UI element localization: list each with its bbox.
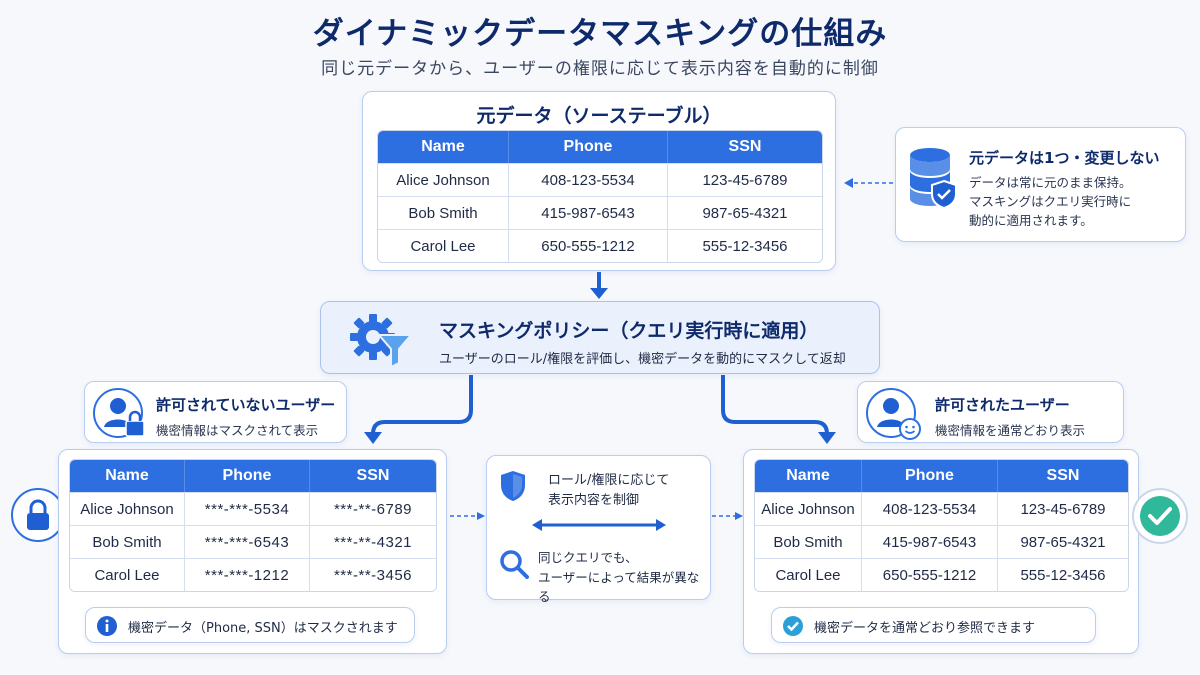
policy-description: ユーザーのロール/権限を評価し、機密データを動的にマスクして返却 <box>439 352 846 367</box>
column-header: Name <box>378 131 509 163</box>
table-cell: Alice Johnson <box>755 492 862 525</box>
column-header: Phone <box>185 460 310 492</box>
table-cell: 123-45-6789 <box>668 163 822 196</box>
source-note-line: マスキングはクエリ実行時に <box>969 194 1132 209</box>
info-icon <box>97 616 117 636</box>
page-title: ダイナミックデータマスキングの仕組み <box>312 16 888 52</box>
table-cell: 987-65-4321 <box>668 196 822 229</box>
source-note-title: 元データは1つ・変更しない <box>969 149 1160 167</box>
table-row: Bob Smith 415-987-6543 987-65-4321 <box>378 196 822 229</box>
column-header: SSN <box>998 460 1128 492</box>
source-note-body: データは常に元のまま保持。 マスキングはクエリ実行時に 動的に適用されます。 <box>969 173 1132 230</box>
masked-cell: ***-***-1212 <box>185 558 310 591</box>
column-header: SSN <box>310 460 436 492</box>
user-smile-icon <box>866 388 921 440</box>
column-header: Phone <box>862 460 998 492</box>
explanation-line: 表示内容を制御 <box>548 493 640 508</box>
explanation-card: ロール/権限に応じて 表示内容を制御 同じクエリでも、 ユーザーによって結果が異… <box>486 455 711 604</box>
masked-result-card: Name Phone SSN Alice Johnson ***-***-553… <box>58 449 447 654</box>
authorized-desc: 機密情報を通常どおり表示 <box>935 423 1086 438</box>
policy-title: マスキングポリシー（クエリ実行時に適用） <box>439 320 819 342</box>
table-row: Bob Smith ***-***-6543 ***-**-4321 <box>70 525 436 558</box>
masked-footer-note: 機密データ（Phone, SSN）はマスクされます <box>85 607 415 643</box>
table-row: Carol Lee 650-555-1212 555-12-3456 <box>378 229 822 262</box>
column-header: Name <box>755 460 862 492</box>
table-cell: 415-987-6543 <box>509 196 668 229</box>
explanation-line: 同じクエリでも、 <box>538 550 638 565</box>
table-row: Carol Lee 650-555-1212 555-12-3456 <box>755 558 1128 591</box>
check-circle-icon <box>1132 488 1188 544</box>
table-cell: Alice Johnson <box>70 492 185 525</box>
table-cell: Bob Smith <box>70 525 185 558</box>
masked-cell: ***-**-3456 <box>310 558 436 591</box>
source-table: Name Phone SSN Alice Johnson 408-123-553… <box>377 130 823 263</box>
table-cell: Alice Johnson <box>378 163 509 196</box>
table-row: Alice Johnson ***-***-5534 ***-**-6789 <box>70 492 436 525</box>
explanation-line: ユーザーによって結果が異なる <box>538 570 700 604</box>
authorized-title: 許可されたユーザー <box>935 396 1070 414</box>
table-cell: 408-123-5534 <box>509 163 668 196</box>
unauthorized-title: 許可されていないユーザー <box>156 396 336 414</box>
search-icon <box>500 550 529 579</box>
table-cell: 123-45-6789 <box>998 492 1128 525</box>
table-cell: 650-555-1212 <box>509 229 668 262</box>
explanation-line: ロール/権限に応じて <box>548 473 670 488</box>
full-footer-note: 機密データを通常どおり参照できます <box>771 607 1096 643</box>
table-row: Alice Johnson 408-123-5534 123-45-6789 <box>755 492 1128 525</box>
masked-cell: ***-**-4321 <box>310 525 436 558</box>
source-note-line: データは常に元のまま保持。 <box>969 175 1132 190</box>
masked-cell: ***-***-5534 <box>185 492 310 525</box>
masked-cell: ***-***-6543 <box>185 525 310 558</box>
table-cell: 555-12-3456 <box>998 558 1128 591</box>
column-header: Phone <box>509 131 668 163</box>
unauthorized-user-label: 許可されていないユーザー 機密情報はマスクされて表示 <box>84 381 347 443</box>
table-cell: Carol Lee <box>755 558 862 591</box>
gear-filter-icon <box>350 314 413 369</box>
table-cell: Carol Lee <box>378 229 509 262</box>
source-table-card: 元データ（ソーステーブル） Name Phone SSN Alice Johns… <box>362 91 836 271</box>
masking-policy-card: マスキングポリシー（クエリ実行時に適用） ユーザーのロール/権限を評価し、機密デ… <box>320 301 880 374</box>
table-cell: 555-12-3456 <box>668 229 822 262</box>
table-cell: 408-123-5534 <box>862 492 998 525</box>
full-footer-text: 機密データを通常どおり参照できます <box>814 620 1036 636</box>
source-note-card: 元データは1つ・変更しない データは常に元のまま保持。 マスキングはクエリ実行時… <box>895 127 1186 242</box>
double-arrow-icon <box>532 519 666 531</box>
source-note-line: 動的に適用されます。 <box>969 213 1093 228</box>
shield-icon <box>501 471 525 501</box>
full-result-table: Name Phone SSN Alice Johnson 408-123-553… <box>754 459 1129 592</box>
table-row: Carol Lee ***-***-1212 ***-**-3456 <box>70 558 436 591</box>
table-cell: Bob Smith <box>378 196 509 229</box>
source-table-title: 元データ（ソーステーブル） <box>476 105 722 127</box>
full-result-card: Name Phone SSN Alice Johnson 408-123-553… <box>743 449 1139 654</box>
masked-footer-text: 機密データ（Phone, SSN）はマスクされます <box>128 620 398 636</box>
authorized-user-label: 許可されたユーザー 機密情報を通常どおり表示 <box>857 381 1124 443</box>
table-cell: Bob Smith <box>755 525 862 558</box>
database-shield-icon <box>910 148 957 210</box>
unauthorized-desc: 機密情報はマスクされて表示 <box>156 423 319 438</box>
masked-cell: ***-**-6789 <box>310 492 436 525</box>
table-cell: 650-555-1212 <box>862 558 998 591</box>
check-circle-small-icon <box>783 616 803 636</box>
table-cell: Carol Lee <box>70 558 185 591</box>
column-header: SSN <box>668 131 822 163</box>
column-header: Name <box>70 460 185 492</box>
masked-result-table: Name Phone SSN Alice Johnson ***-***-553… <box>69 459 437 592</box>
page-subtitle: 同じ元データから、ユーザーの権限に応じて表示内容を自動的に制御 <box>321 59 879 79</box>
table-row: Bob Smith 415-987-6543 987-65-4321 <box>755 525 1128 558</box>
table-row: Alice Johnson 408-123-5534 123-45-6789 <box>378 163 822 196</box>
table-cell: 415-987-6543 <box>862 525 998 558</box>
user-lock-icon <box>93 388 145 438</box>
table-cell: 987-65-4321 <box>998 525 1128 558</box>
